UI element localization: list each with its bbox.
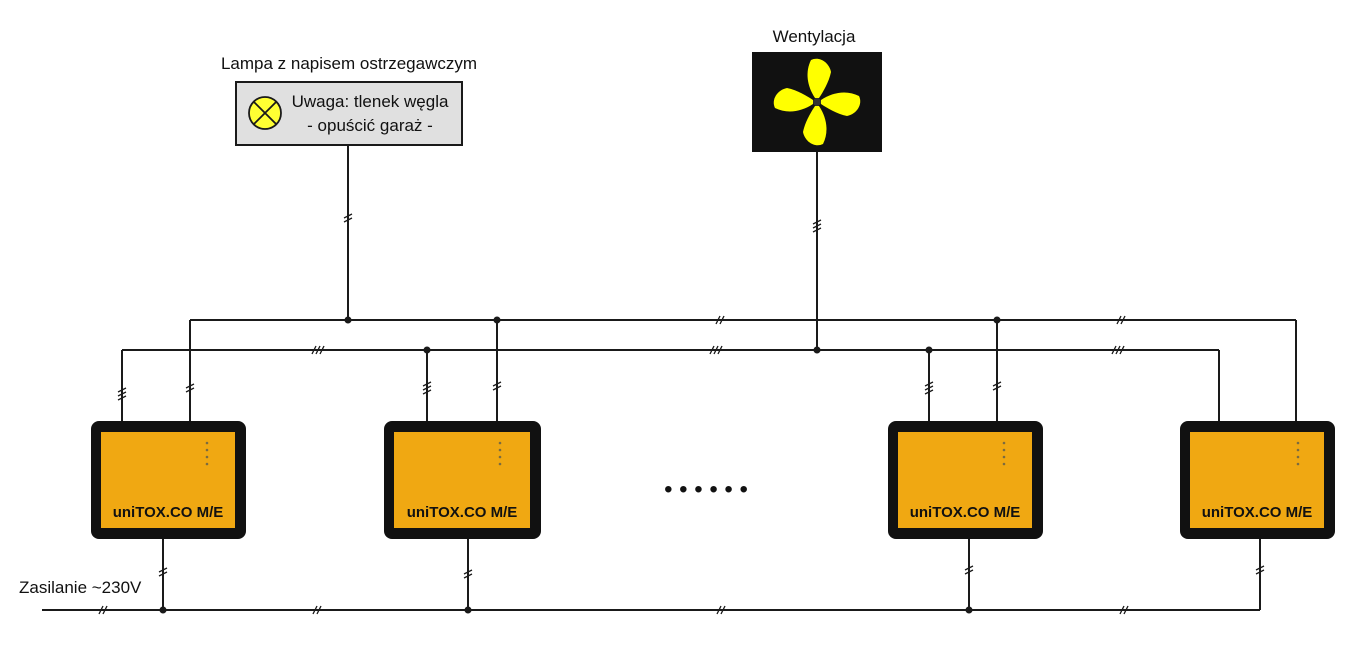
tick-mark (311, 345, 325, 355)
tick-mark (422, 381, 432, 395)
junction-node (925, 346, 933, 354)
tick-mark (1255, 565, 1265, 575)
device-label: uniTOX.CO M/E (910, 504, 1021, 521)
tick-mark (117, 387, 127, 401)
junction-node (493, 316, 501, 324)
tick-mark (1111, 345, 1125, 355)
lamp-text-line-2: - opuścić garaż - (307, 116, 433, 135)
tick-mark (312, 605, 322, 615)
status-dots-icon (498, 441, 502, 466)
tick-mark (715, 315, 725, 325)
tick-mark (964, 565, 974, 575)
junction-node (464, 606, 472, 614)
tick-mark (1119, 605, 1129, 615)
junction-node (813, 346, 821, 354)
gas-detector-3: uniTOX.CO M/E (888, 421, 1043, 539)
tick-mark (492, 381, 502, 391)
tick-mark (1116, 315, 1126, 325)
warning-lamp: Lampa z napisem ostrzegawczym Uwaga: tle… (221, 54, 477, 146)
tick-mark (343, 213, 353, 223)
junction-node (993, 316, 1001, 324)
tick-mark (98, 605, 108, 615)
tick-mark (709, 345, 723, 355)
gas-detector-2: uniTOX.CO M/E (384, 421, 541, 539)
tick-mark (992, 381, 1002, 391)
fan-caption: Wentylacja (773, 27, 856, 46)
junction-node (965, 606, 973, 614)
junction-node (423, 346, 431, 354)
device-label: uniTOX.CO M/E (113, 504, 224, 521)
tick-mark (185, 383, 195, 393)
more-devices-ellipsis: • • • • • • (664, 476, 748, 503)
power-label: Zasilanie ~230V (19, 578, 142, 597)
lamp-text-line-1: Uwaga: tlenek węgla (292, 92, 449, 111)
tick-mark (158, 567, 168, 577)
gas-detector-1: uniTOX.CO M/E (91, 421, 246, 539)
warning-lamp-icon (248, 96, 282, 130)
junction-node (159, 606, 167, 614)
lamp-caption: Lampa z napisem ostrzegawczym (221, 54, 477, 73)
tick-mark (924, 381, 934, 395)
junction-node (344, 316, 352, 324)
status-dots-icon (205, 441, 209, 466)
status-dots-icon (1002, 441, 1006, 466)
conductor-ticks (98, 213, 1265, 615)
fan-icon (773, 58, 861, 146)
device-label: uniTOX.CO M/E (1202, 504, 1313, 521)
gas-detector-4: uniTOX.CO M/E (1180, 421, 1335, 539)
tick-mark (812, 219, 822, 233)
device-label: uniTOX.CO M/E (407, 504, 518, 521)
tick-mark (716, 605, 726, 615)
wiring (42, 145, 1297, 614)
tick-mark (463, 569, 473, 579)
ventilation-fan: Wentylacja (752, 27, 882, 152)
status-dots-icon (1296, 441, 1300, 466)
